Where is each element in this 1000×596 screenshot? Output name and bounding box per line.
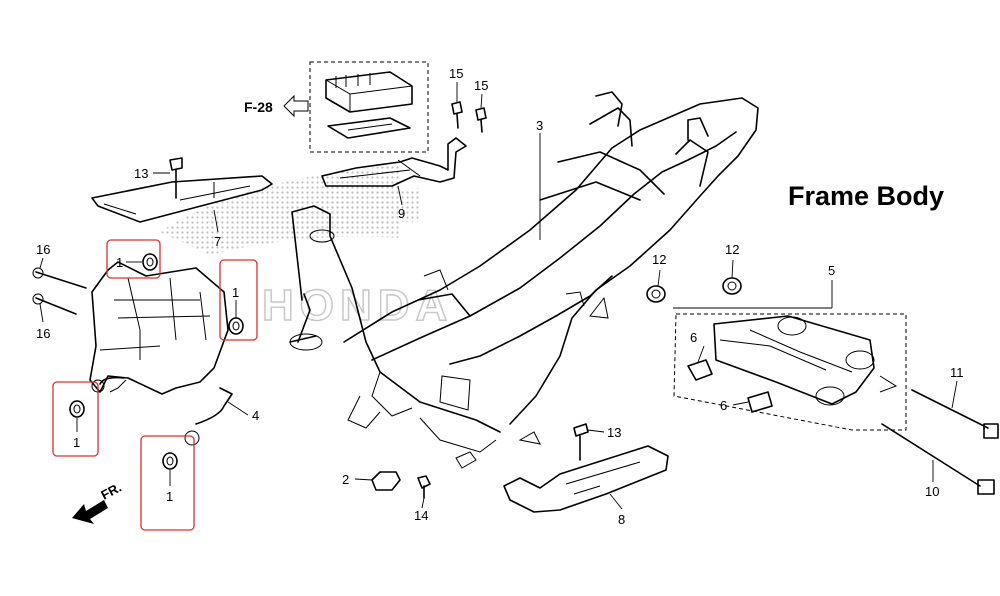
- bolt-part-16: [35, 271, 87, 315]
- callout-13-b: 13: [607, 425, 621, 440]
- bolt-part-15-b: [475, 107, 487, 133]
- diagram-title: Frame Body: [788, 181, 944, 211]
- bolt-part-11: [911, 389, 989, 429]
- callout-1-b: 1: [232, 285, 239, 300]
- front-arrow-icon: [72, 500, 108, 524]
- callout-16-a: 16: [36, 242, 50, 257]
- callout-10: 10: [925, 484, 939, 499]
- bushing-part-12-b: [722, 277, 742, 295]
- callout-1-d: 1: [166, 489, 173, 504]
- step-plate-part-8: [503, 445, 669, 513]
- bushing-part-1-a: [142, 253, 158, 271]
- callout-16-b: 16: [36, 326, 50, 341]
- callout-6-b: 6: [720, 398, 727, 413]
- honda-wing-watermark: [160, 165, 420, 255]
- front-direction-indicator: FR.: [72, 480, 124, 524]
- callout-8: 8: [618, 512, 625, 527]
- callout-15-b: 15: [474, 78, 488, 93]
- honda-watermark-text: HONDA: [262, 281, 453, 330]
- leader-lines: [39, 82, 958, 510]
- callout-9: 9: [398, 206, 405, 221]
- callout-11: 11: [950, 365, 964, 380]
- reference-f28[interactable]: F-28: [244, 94, 309, 118]
- callout-7: 7: [214, 234, 221, 249]
- bolt-part-15-a: [451, 101, 463, 129]
- arrow-left-icon: [283, 94, 309, 118]
- callout-15-a: 15: [449, 66, 463, 81]
- rubber-stopper-part-6-a: [687, 359, 713, 381]
- front-label: FR.: [98, 480, 124, 503]
- bolt-part-13-lower: [573, 423, 589, 461]
- bushing-part-1-b: [228, 317, 244, 335]
- callout-13-a: 13: [134, 166, 148, 181]
- hanger-tubes: [99, 376, 233, 425]
- dashed-group-box-right: [673, 313, 907, 431]
- highlight-box-1-b: [219, 259, 258, 341]
- ecu-module-group: [309, 61, 429, 153]
- dashed-group-box: [309, 61, 429, 153]
- callout-3: 3: [536, 118, 543, 133]
- highlight-box-1-c: [52, 381, 99, 457]
- callout-1-c: 1: [73, 435, 80, 450]
- callout-2: 2: [342, 472, 349, 487]
- callout-12-b: 12: [725, 242, 739, 257]
- rubber-stopper-part-6-b: [747, 391, 773, 413]
- bushing-part-12-a: [646, 285, 666, 303]
- engine-hanger-part-4: [89, 261, 229, 395]
- ecu-unit: [325, 71, 413, 113]
- bolt-part-13-upper: [169, 157, 183, 199]
- callout-6-a: 6: [690, 330, 697, 345]
- callout-5: 5: [828, 263, 835, 278]
- bolt-part-10: [881, 423, 981, 487]
- bracket-plate-part-7: [91, 175, 273, 223]
- reference-label: F-28: [244, 99, 273, 115]
- bolt-part-14: [417, 475, 431, 499]
- highlight-box-1-d: [140, 435, 195, 531]
- callout-12-a: 12: [652, 252, 666, 267]
- callout-4: 4: [252, 408, 259, 423]
- callout-1-a: 1: [116, 255, 123, 270]
- main-frame-part-3: [289, 91, 759, 469]
- bushing-part-1-c: [69, 400, 85, 418]
- pivot-arm-group-part-5: [673, 313, 907, 431]
- handle-bracket-part-9: [321, 137, 467, 187]
- callout-14: 14: [414, 508, 428, 523]
- highlight-box-1-a: [106, 239, 161, 279]
- clamp-part-2: [371, 471, 401, 491]
- ecu-bracket: [327, 117, 411, 139]
- bushing-part-1-d: [162, 452, 178, 470]
